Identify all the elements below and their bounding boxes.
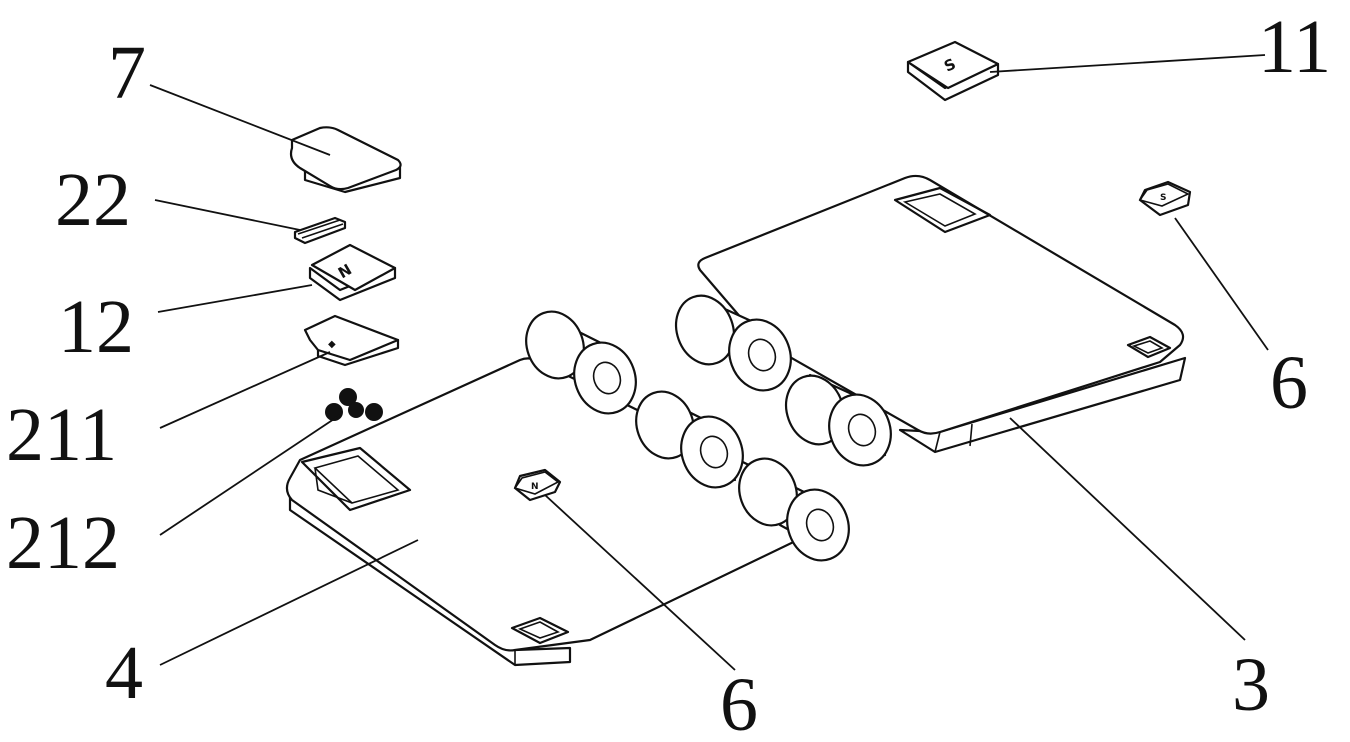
callout-22: 22 bbox=[55, 158, 131, 242]
callout-7: 7 bbox=[108, 31, 146, 115]
callout-4: 4 bbox=[105, 631, 143, 715]
small-magnet-right: S bbox=[1138, 180, 1192, 217]
magnet-12: N bbox=[308, 243, 397, 302]
magnet-11: S bbox=[906, 40, 1000, 102]
balls-212 bbox=[325, 388, 383, 421]
callout-3: 3 bbox=[1232, 643, 1270, 727]
callout-12: 12 bbox=[58, 285, 134, 369]
leader-lines bbox=[149, 54, 1269, 671]
svg-text:◆: ◆ bbox=[328, 339, 336, 350]
plate-3 bbox=[697, 174, 1187, 454]
callout-6-right: 6 bbox=[1270, 341, 1308, 425]
callout-numbers: 7 22 12 211 212 4 6 3 6 11 bbox=[6, 5, 1331, 742]
plate-211: ◆ bbox=[303, 314, 400, 367]
callout-211: 211 bbox=[6, 393, 117, 477]
plate-4-hinge-barrels bbox=[525, 310, 850, 562]
callout-212: 212 bbox=[6, 501, 120, 585]
small-magnet-center: N bbox=[513, 468, 562, 502]
callout-11: 11 bbox=[1258, 5, 1331, 89]
small-magnet-right-label: S bbox=[1160, 193, 1166, 203]
cover-plate-7 bbox=[289, 126, 402, 194]
callout-6-bottom: 6 bbox=[720, 663, 758, 742]
small-magnet-center-label: N bbox=[531, 482, 539, 492]
bar-22 bbox=[293, 216, 347, 245]
plate-3-hinge-barrels bbox=[674, 294, 892, 467]
